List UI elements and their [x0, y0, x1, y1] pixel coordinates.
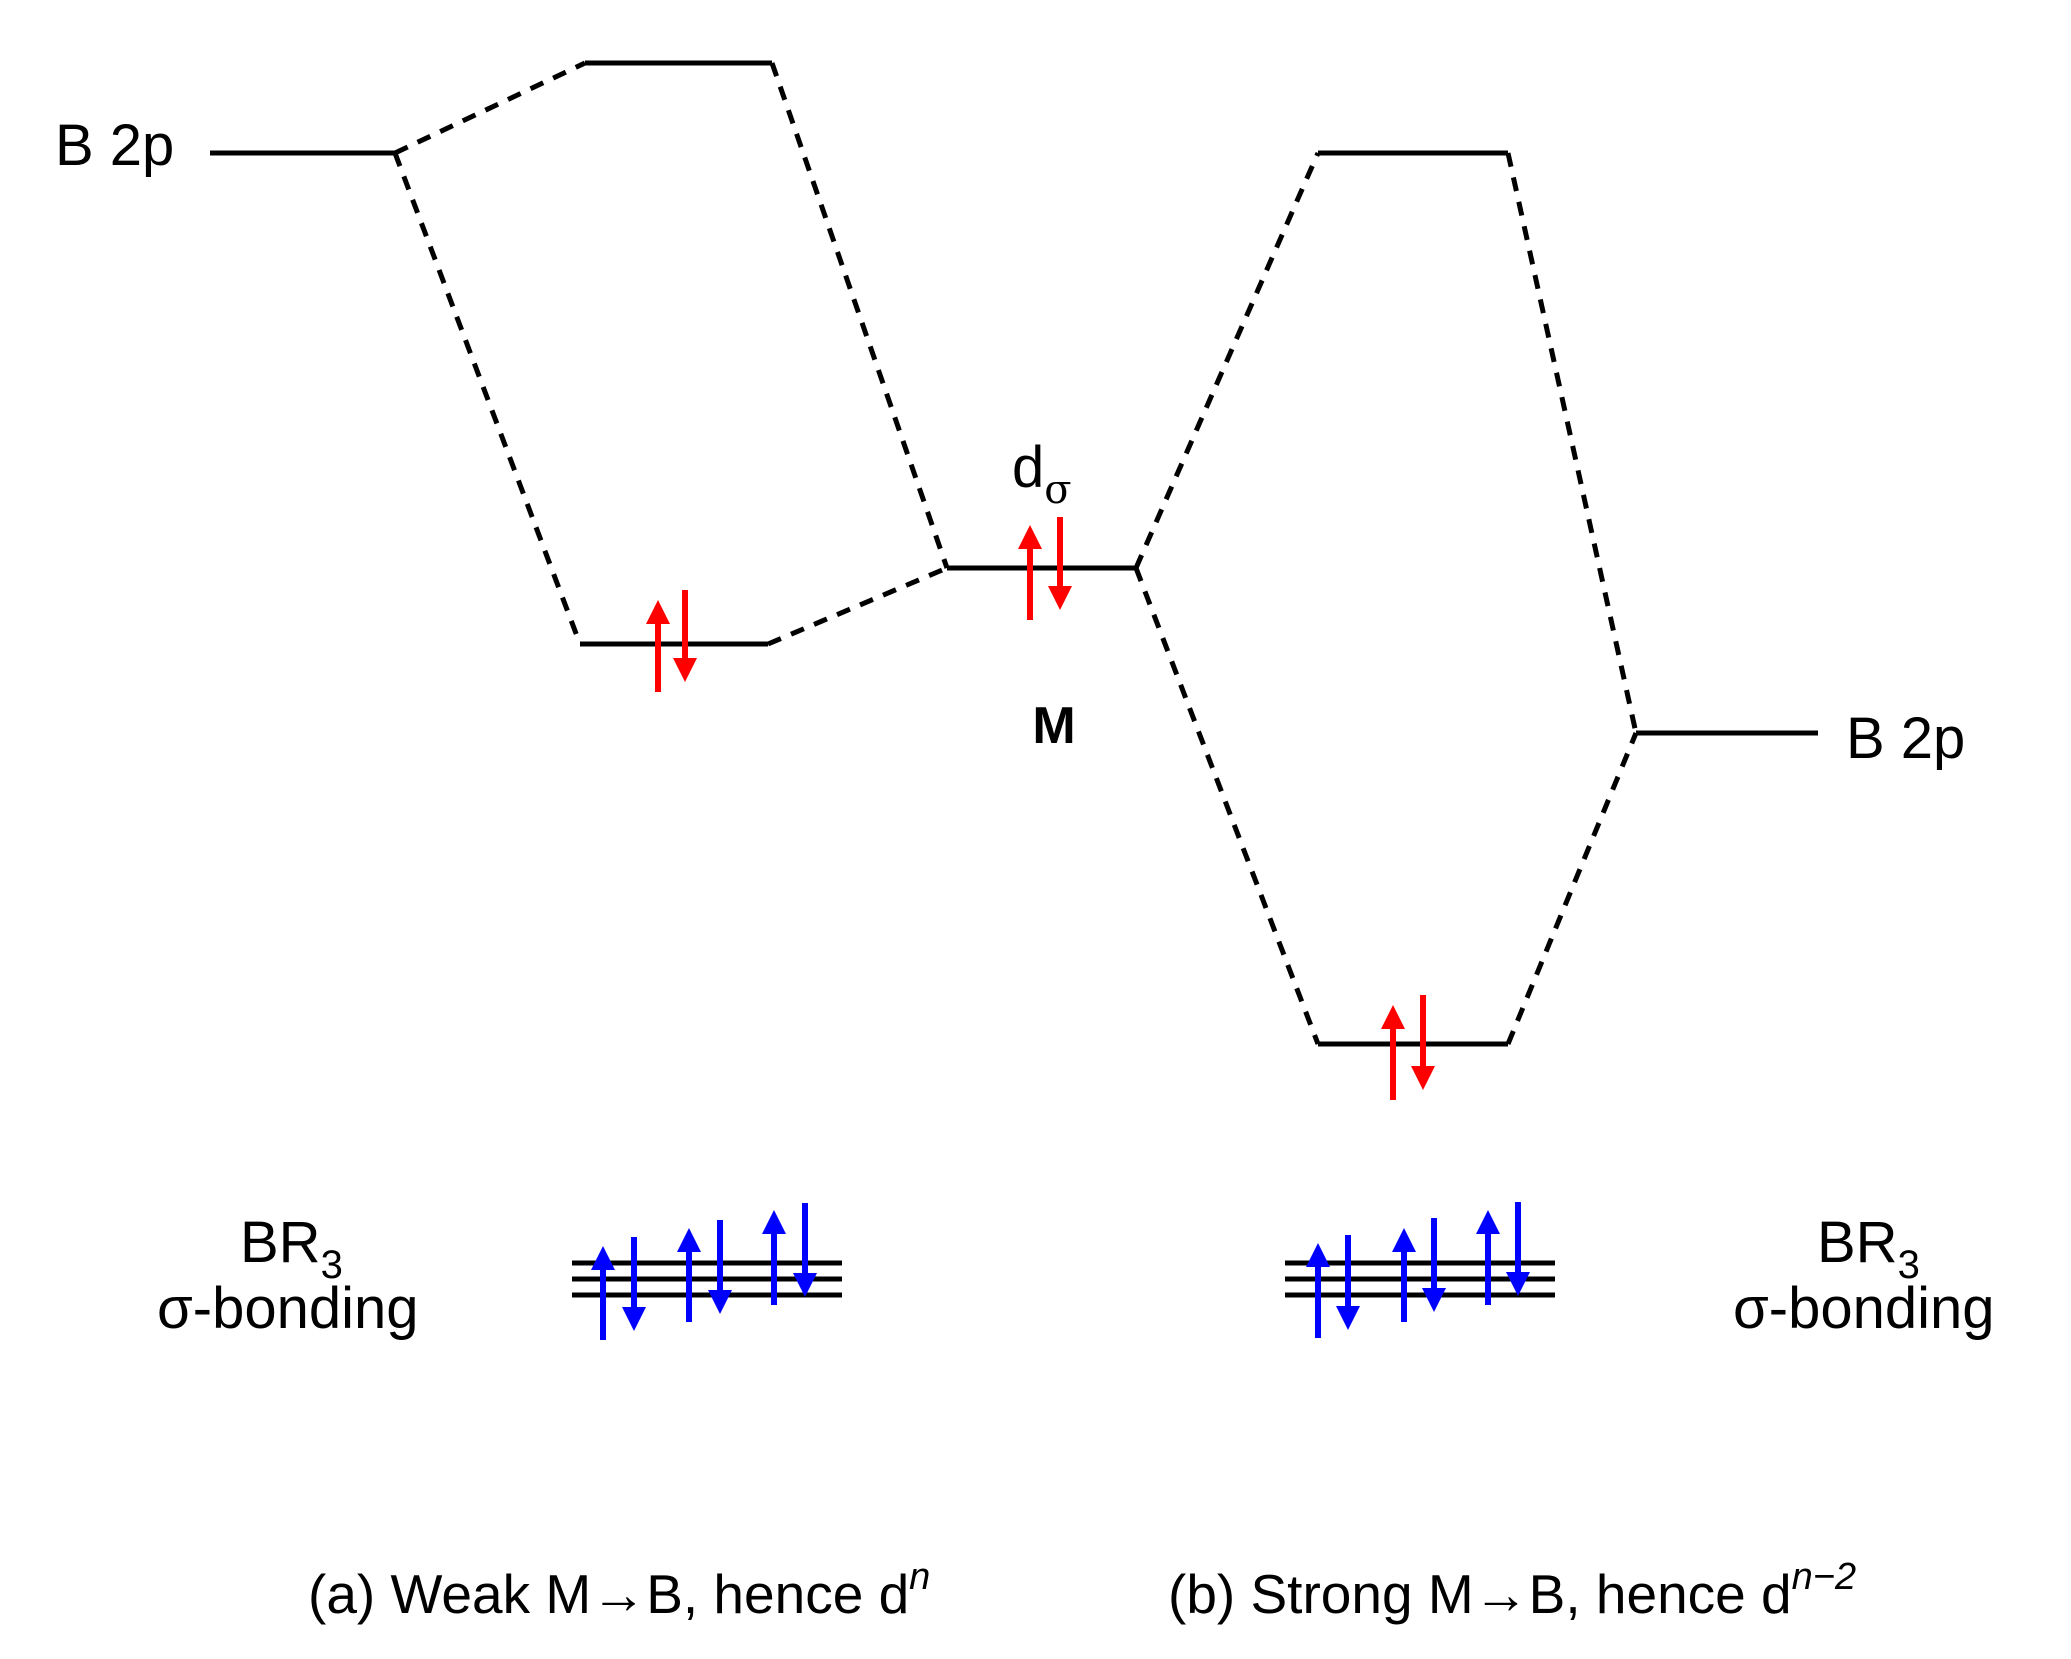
ligand-label-left: BR3 — [240, 1210, 343, 1287]
metal-center: dσ M — [947, 435, 1136, 755]
correlation-line-b — [1133, 151, 1321, 570]
correlation-line-b — [1133, 567, 1321, 1045]
correlation-line-a — [769, 62, 950, 569]
sigma-bonding-label-right: σ-bonding — [1733, 1276, 1995, 1341]
correlation-line-a — [392, 152, 583, 645]
ligand-label-right: BR3 — [1817, 1210, 1920, 1287]
electron-pair-b — [1381, 995, 1435, 1100]
b2p-label-left: B 2p — [55, 113, 174, 178]
panel-b: B 2p BR3 σ-bonding — [1133, 150, 1995, 1341]
sigma-bonding-label-left: σ-bonding — [157, 1276, 419, 1341]
ligand-levels-b — [1285, 1260, 1555, 1298]
b2p-label-right: B 2p — [1846, 706, 1965, 771]
electron-pair-metal — [1018, 517, 1072, 620]
metal-label: M — [1032, 697, 1075, 755]
correlation-line-b — [1505, 152, 1639, 734]
correlation-line-a — [767, 565, 948, 647]
correlation-line-b — [1505, 732, 1639, 1045]
ligand-levels-a — [572, 1260, 842, 1298]
caption-b: (b) Strong M→B, hence dn−2 — [1168, 1556, 1856, 1625]
ligand-electrons-b — [1306, 1202, 1530, 1338]
electron-pair-a — [646, 590, 697, 692]
caption-a: (a) Weak M→B, hence dn — [308, 1556, 930, 1625]
correlation-line-a — [393, 60, 587, 156]
panel-a: B 2p BR3 σ-bonding — [55, 60, 950, 1341]
d-sigma-label: dσ — [1012, 435, 1072, 513]
ligand-electrons-a — [591, 1203, 817, 1340]
